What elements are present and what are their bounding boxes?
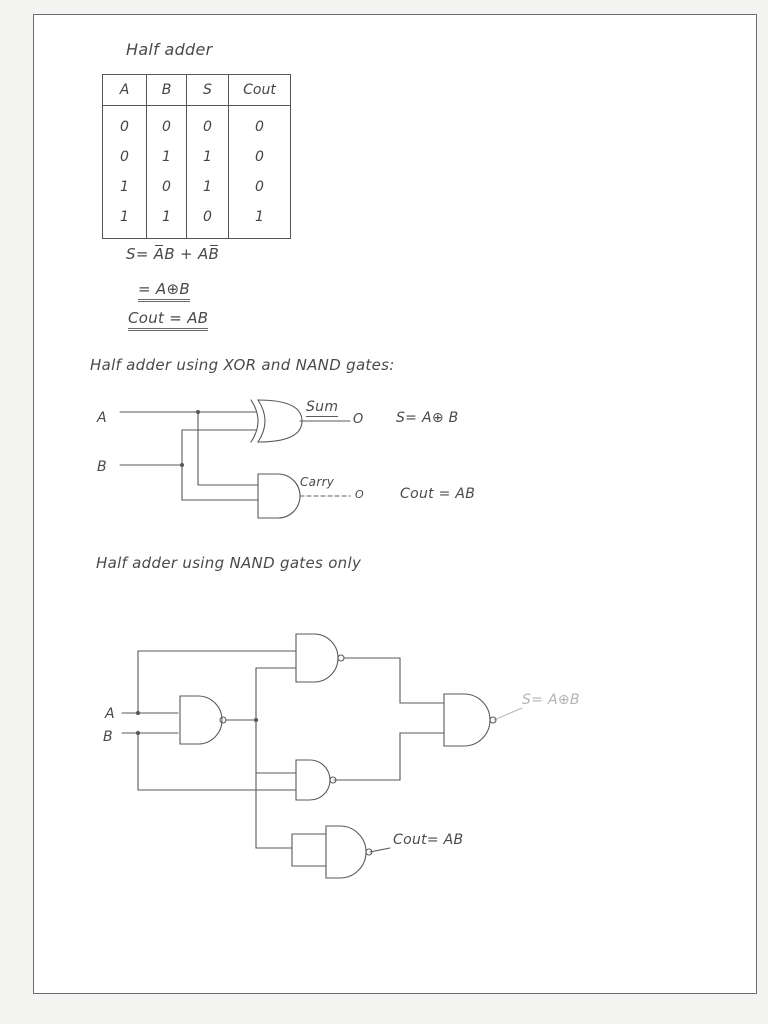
nand-wire-g5-out [369, 847, 391, 853]
cout-equation: Cout = AB [128, 309, 209, 331]
eq-cout: Cout = AB [128, 309, 209, 331]
section-xor-nand-heading: Half adder using XOR and NAND gates: [90, 356, 395, 374]
cell: 0 [102, 142, 147, 172]
nand-gate-4 [443, 693, 491, 747]
sum-label: Sum [306, 399, 339, 417]
junction-dot [135, 730, 141, 736]
cell: 1 [228, 202, 291, 239]
eq-a: A [197, 245, 209, 263]
junction-dot [195, 409, 201, 415]
cell: 0 [186, 202, 229, 239]
nand-sum-output-label: S= A⊕B [522, 692, 580, 708]
cell: 0 [186, 105, 229, 142]
nand-gate-2 [295, 633, 339, 683]
cell: 1 [102, 172, 147, 202]
sum-output-mark: O [353, 412, 364, 427]
cell: 1 [146, 142, 187, 172]
sum-text: Sum [306, 399, 339, 417]
eq-s-xor: = A⊕B [138, 280, 190, 302]
carry-output-mark: O [355, 488, 364, 501]
header-s: S [186, 74, 229, 106]
table-row: 0 0 0 0 [102, 105, 291, 142]
nand-gate-1-bubble [219, 716, 227, 724]
nand-input-b-label: B [103, 729, 113, 745]
table-row: 0 1 1 0 [102, 142, 291, 172]
nand-gate-3-bubble [329, 776, 337, 784]
table-row: 1 1 0 1 [102, 202, 291, 239]
eq-plus: + [180, 245, 193, 263]
eq-b: B [164, 245, 175, 263]
nand-gate-3 [295, 759, 331, 801]
carry-label: Carry [300, 475, 335, 489]
nand-wire-g3-out [333, 732, 445, 781]
table-row: 1 0 1 0 [102, 172, 291, 202]
cell: 0 [228, 142, 291, 172]
cout-equation-right: Cout = AB [400, 486, 476, 502]
nand-gate-4-bubble [489, 716, 497, 724]
junction-dot [179, 462, 185, 468]
eq-s-lhs: S= [126, 245, 149, 263]
cell: 0 [228, 105, 291, 142]
nand-wire-g2-out [343, 657, 445, 704]
nand-wire-g4-out [493, 707, 523, 721]
eq-a-bar: A [153, 245, 165, 263]
nand-gate-1 [179, 695, 223, 745]
junction-dot [253, 717, 259, 723]
section-nand-only-heading: Half adder using NAND gates only [96, 554, 362, 572]
eq-b-bar: B [208, 245, 220, 263]
xor-input-b-label: B [97, 459, 107, 475]
junction-dot [135, 710, 141, 716]
cell: 1 [186, 172, 229, 202]
xor-gate [256, 399, 303, 443]
nand-input-a-label: A [105, 706, 115, 722]
nand-cout-output-label: Cout= AB [393, 832, 464, 848]
truth-table: A B S Cout 0 0 0 0 0 1 1 0 1 0 1 0 1 1 0 [102, 74, 291, 239]
nand-wire-b-down [137, 732, 297, 791]
page-title: Half adder [126, 40, 213, 59]
nand-wire-a-up [137, 650, 297, 714]
sum-equation-line1: S= AB + AB [126, 245, 219, 263]
nand-gate-2-bubble [337, 654, 345, 662]
xor-input-a-label: A [97, 410, 107, 426]
cell: 1 [102, 202, 147, 239]
sum-equation-line2: = A⊕B [138, 280, 190, 302]
and-gate-carry [257, 473, 301, 519]
header-cout: Cout [228, 74, 291, 106]
cell: 0 [146, 172, 187, 202]
truth-table-header-row: A B S Cout [102, 74, 291, 106]
sum-equation-right: S= A⊕ B [396, 410, 459, 426]
cell: 1 [146, 202, 187, 239]
cell: 1 [186, 142, 229, 172]
xor-gate-inner-arc [250, 399, 259, 443]
nand-gate-5-bubble [365, 848, 373, 856]
cell: 0 [228, 172, 291, 202]
header-a: A [102, 74, 147, 106]
nand-gate-5 [325, 825, 367, 879]
